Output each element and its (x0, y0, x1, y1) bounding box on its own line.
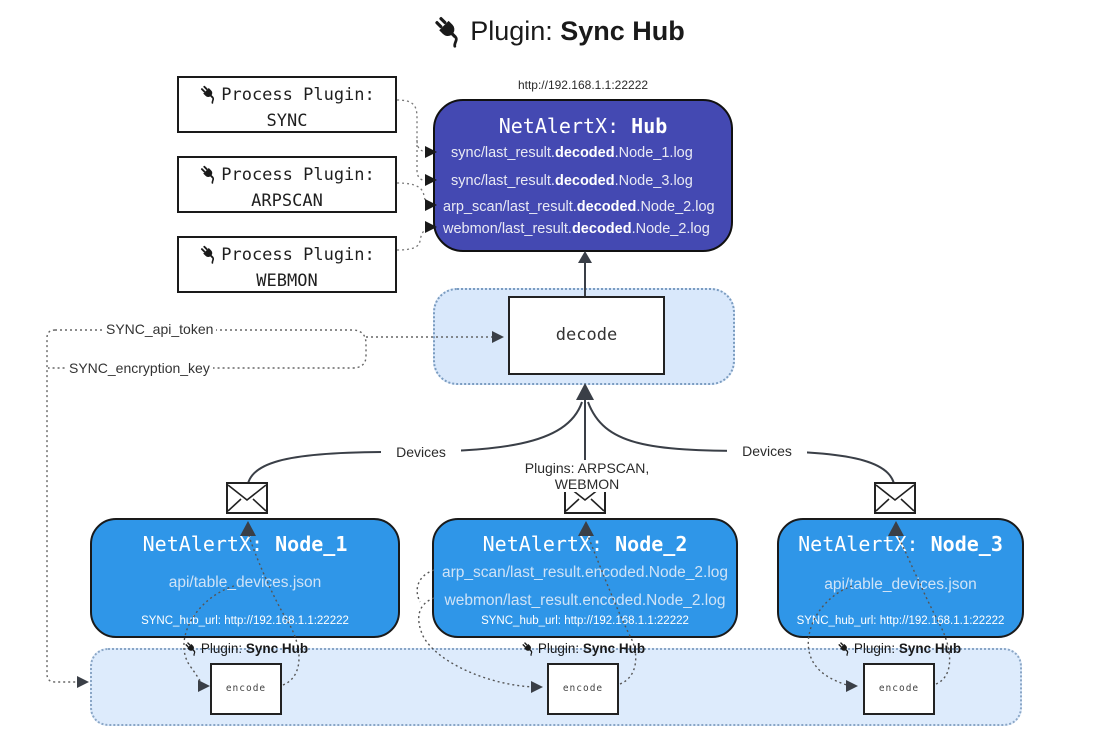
edge-label-devices-right: Devices (727, 443, 807, 459)
plug-icon (199, 84, 219, 104)
encoder-label: Plugin: Sync Hub (161, 641, 331, 656)
node-title: NetAlertX: Node_1 (142, 532, 348, 556)
sync-api-token-label: SYNC_api_token (103, 321, 217, 337)
hub-log-line: sync/last_result.decoded.Node_3.log (451, 173, 693, 189)
hub-log-line: webmon/last_result.decoded.Node_2.log (443, 221, 710, 237)
plug-icon (432, 14, 466, 48)
plug-icon (521, 641, 536, 656)
page-title-name: Sync Hub (560, 16, 685, 46)
plug-icon (199, 164, 219, 184)
decode-bottom-arrow (576, 383, 594, 400)
encode-box-3: encode (863, 663, 935, 715)
page-title-prefix: Plugin: (470, 16, 553, 46)
hub-title-prefix: NetAlertX: (498, 114, 620, 138)
bar-input-arrow (77, 676, 89, 688)
node-hub-url: SYNC_hub_url: http://192.168.1.1:22222 (796, 615, 1005, 627)
node-hub-url: SYNC_hub_url: http://192.168.1.1:22222 (481, 615, 689, 627)
node-file: api/table_devices.json (824, 576, 977, 593)
process-plugin-name: SYNC (266, 110, 308, 131)
hub-log-line: arp_scan/last_result.decoded.Node_2.log (443, 199, 715, 215)
process-plugin-sync: Process Plugin: SYNC (177, 76, 397, 133)
node-title: NetAlertX: Node_3 (798, 532, 1003, 556)
encoder-label: Plugin: Sync Hub (498, 641, 668, 656)
node-file: api/table_devices.json (168, 574, 322, 591)
hub-url: http://192.168.1.1:22222 (517, 78, 649, 92)
plug-icon (184, 641, 199, 656)
plugin-to-hub-wires (396, 99, 431, 251)
plug-icon (837, 641, 852, 656)
hub-log-line: sync/last_result.decoded.Node_1.log (451, 145, 693, 161)
node-file: webmon/last_result.encoded.Node_2.log (444, 592, 726, 609)
hub-input-arrow (578, 251, 592, 263)
hub-title-name: Hub (631, 114, 668, 138)
process-plugin-name: WEBMON (256, 270, 318, 291)
encode-box-2: encode (547, 663, 619, 715)
encoder-label: Plugin: Sync Hub (814, 641, 984, 656)
envelope-icon (874, 482, 916, 514)
envelope-icon (226, 482, 268, 514)
edge-label-devices-left: Devices (381, 444, 461, 460)
node-hub-url: SYNC_hub_url: http://192.168.1.1:22222 (141, 615, 349, 627)
secret-to-bar-wire (46, 329, 78, 683)
process-plugin-arpscan: Process Plugin: ARPSCAN (177, 156, 397, 213)
edge-label-plugins-middle: Plugins: ARPSCAN, WEBMON (490, 460, 684, 492)
plug-icon (199, 244, 219, 264)
hub-title: NetAlertX: Hub (435, 114, 731, 138)
process-plugin-label: Process Plugin: (221, 245, 375, 265)
hub-box: NetAlertX: Hub sync/last_result.decoded.… (433, 99, 733, 252)
node-2-box: NetAlertX: Node_2 arp_scan/last_result.e… (432, 518, 738, 638)
page-title: Plugin: Sync Hub (0, 14, 1117, 48)
process-plugin-webmon: Process Plugin: WEBMON (177, 236, 397, 293)
sync-encryption-key-label: SYNC_encryption_key (66, 360, 213, 376)
node-title: NetAlertX: Node_2 (482, 532, 688, 556)
node-1-box: NetAlertX: Node_1 api/table_devices.json… (90, 518, 400, 638)
node-file: arp_scan/last_result.encoded.Node_2.log (441, 564, 729, 581)
decode-box: decode (508, 296, 665, 375)
node-3-box: NetAlertX: Node_3 api/table_devices.json… (777, 518, 1024, 638)
process-plugin-label: Process Plugin: (221, 85, 375, 105)
encode-box-1: encode (210, 663, 282, 715)
process-plugin-name: ARPSCAN (251, 190, 323, 211)
process-plugin-label: Process Plugin: (221, 165, 375, 185)
